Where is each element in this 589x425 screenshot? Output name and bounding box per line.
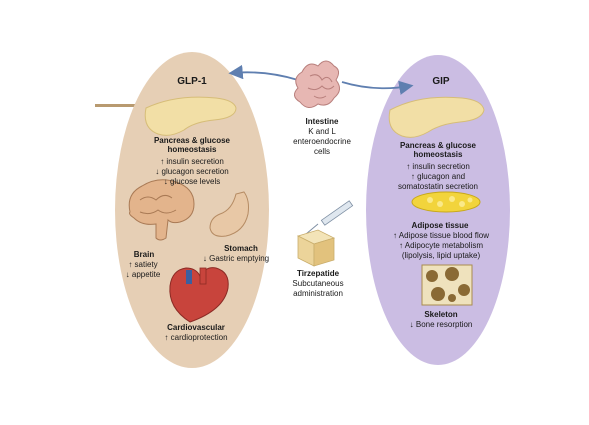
glp1-pancreas-title-1: Pancreas & glucose	[153, 136, 231, 145]
gip-title: GIP	[432, 76, 450, 87]
gip-pancreas-effect: ↑ glucagon and	[410, 172, 466, 181]
gip-pancreas-title-1: Pancreas & glucose	[399, 141, 477, 150]
glp1-pancreas-illustration	[144, 96, 237, 136]
glp1-pancreas-effect: ↓ glucose levels	[163, 177, 221, 186]
gip-pancreas-effect: ↑ insulin secretion	[406, 162, 470, 171]
arrow-to-glp1	[228, 64, 299, 81]
tirzepatide-line: administration	[293, 289, 343, 298]
arrow-to-gip	[341, 80, 414, 95]
cardiovascular-effect: ↑ cardioprotection	[164, 333, 228, 342]
brain-title: Brain	[133, 250, 155, 259]
brain-illustration	[128, 179, 195, 241]
gip-pancreas-effect: somatostatin secretion	[397, 182, 479, 191]
glp1-pancreas-title-2: homeostasis	[167, 145, 217, 154]
syringe-illustration	[305, 200, 354, 235]
tirzepatide-line: Subcutaneous	[292, 279, 344, 288]
glp1-title: GLP-1	[177, 76, 207, 87]
tirzepatide-title: Tirzepatide	[296, 269, 340, 278]
adipose-tissue-illustration	[411, 191, 481, 213]
adipose-effect: ↑ Adipocyte metabolism	[398, 241, 484, 250]
accent-bar	[95, 104, 135, 107]
intestine-line: enteroendocrine	[293, 137, 351, 146]
stomach-effect: ↓ Gastric emptying	[202, 254, 270, 263]
brain-effect: ↑ satiety	[128, 260, 158, 269]
bone-tissue-illustration	[421, 264, 473, 306]
cardiovascular-title: Cardiovascular	[167, 323, 225, 332]
adipose-effect: ↑ Adipose tissue blood flow	[392, 231, 490, 240]
gip-pancreas-title-2: homeostasis	[413, 150, 463, 159]
glp1-pancreas-effect: ↑ insulin secretion	[160, 157, 224, 166]
intestine-line: cells	[313, 147, 330, 156]
intestine-title: Intestine	[305, 117, 339, 126]
intestine-line: K and L	[308, 127, 336, 136]
brain-effect: ↓ appetite	[125, 270, 161, 279]
skin-tissue-cube-illustration	[296, 229, 336, 267]
gip-pancreas-illustration	[388, 96, 485, 138]
heart-illustration	[169, 267, 229, 323]
stomach-illustration	[209, 191, 249, 237]
skeleton-title: Skeleton	[424, 310, 458, 319]
skeleton-effect: ↓ Bone resorption	[409, 320, 473, 329]
intestine-illustration	[294, 60, 340, 108]
adipose-title: Adipose tissue	[411, 221, 469, 230]
stomach-title: Stomach	[224, 244, 258, 253]
glp1-pancreas-effect: ↓ glucagon secretion	[155, 167, 229, 176]
adipose-effect: (lipolysis, lipid uptake)	[401, 251, 481, 260]
